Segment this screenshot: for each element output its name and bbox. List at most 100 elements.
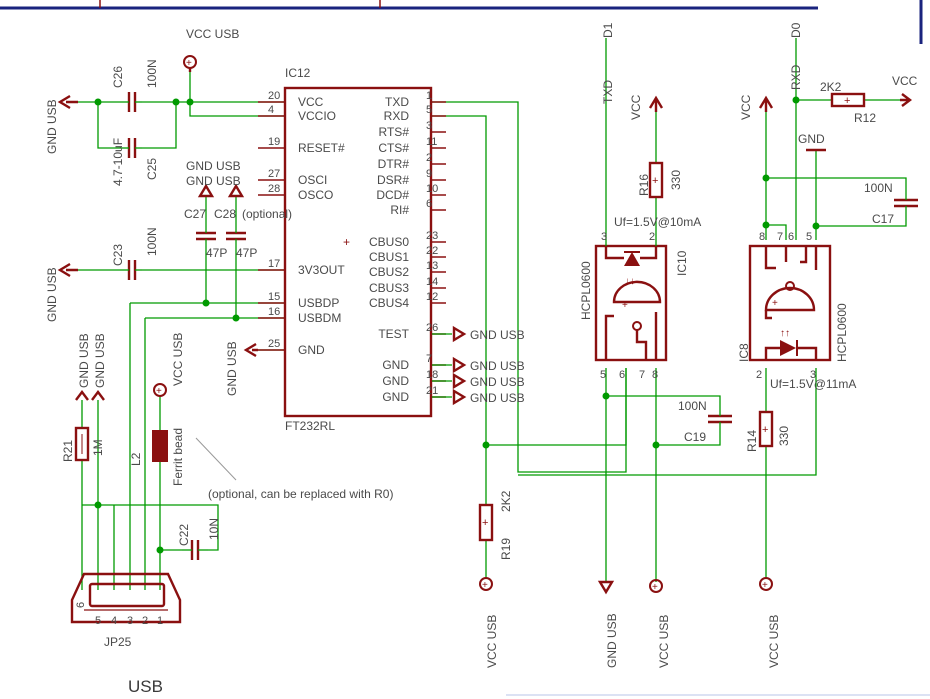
vcc-usb-l2: + VCC USB bbox=[153, 333, 185, 397]
ic8-pin-2: 2 bbox=[756, 369, 762, 381]
gnd-usb-label-8: GND USB bbox=[605, 613, 619, 668]
ic8-pin-7: 7 bbox=[777, 231, 783, 243]
gnd-ic8: GND bbox=[798, 132, 826, 152]
ic12-pin-name: GND bbox=[382, 358, 409, 372]
ground-triangle-icon bbox=[57, 94, 78, 110]
ic12-value: FT232RL bbox=[285, 419, 335, 433]
ic8-hcpl0600: + ↑↑ 8 7 6 5 2 3 IC8 HCPL0600 Uf=1.5V@11… bbox=[737, 231, 856, 391]
svg-text:+: + bbox=[482, 580, 488, 591]
gnd-usb-pin18: GND USB bbox=[470, 375, 525, 389]
ground-triangle-icon bbox=[75, 390, 105, 401]
junctions bbox=[94, 96, 820, 554]
r12-name: R12 bbox=[854, 111, 876, 125]
vcc-usb-r19: + VCC USB bbox=[479, 577, 499, 668]
resistor-r16: + R16 330 bbox=[637, 161, 683, 199]
gnd-usb-label-3: GND USB bbox=[186, 159, 241, 173]
vcc-usb-label-3: VCC USB bbox=[485, 615, 499, 668]
jp25-pin-number: 2 bbox=[142, 615, 148, 627]
ferrite-bead-l2: L2 Ferrit bead (optional, can be replace… bbox=[129, 428, 393, 501]
jp25-shield-pin: 6 bbox=[75, 602, 87, 608]
ic12-pin-name: TEST bbox=[378, 327, 409, 341]
page-title: USB bbox=[128, 677, 163, 696]
r12-value: 2K2 bbox=[820, 80, 842, 94]
power-circle-icon bbox=[649, 579, 663, 593]
ic12-pin-name: CBUS1 bbox=[369, 250, 409, 264]
txd-label: TXD bbox=[601, 80, 615, 104]
svg-text:+: + bbox=[622, 300, 628, 311]
c27-value: 47P bbox=[206, 246, 227, 260]
vcc-usb-label-2: VCC USB bbox=[171, 333, 185, 386]
c28-name: C28 bbox=[214, 207, 236, 221]
ic12-pin-name: CBUS2 bbox=[369, 265, 409, 279]
d1-label: D1 bbox=[601, 22, 615, 38]
r14-name: R14 bbox=[745, 430, 759, 452]
ic12-pin-number: 1 bbox=[426, 90, 432, 102]
c22-name: C22 bbox=[177, 524, 191, 546]
ic12-pin-number: 18 bbox=[426, 369, 438, 381]
ic12-pin-number: 17 bbox=[268, 258, 280, 270]
ic12-pin-number: 15 bbox=[268, 291, 280, 303]
ic12-pin-number: 5 bbox=[426, 104, 432, 116]
svg-text:+: + bbox=[652, 175, 658, 187]
jp25-pin-number: 5 bbox=[95, 615, 101, 627]
vcc-usb-ic10: + VCC USB bbox=[649, 579, 671, 668]
ic12-pin-name: CTS# bbox=[378, 141, 409, 155]
resistor-r12: + 2K2 R12 bbox=[820, 80, 876, 125]
gnd-usb-ic12-right: GND USB GND USB GND USB GND USB bbox=[432, 325, 525, 406]
gnd-usb-label-5: GND USB bbox=[225, 341, 239, 396]
gnd-usb-label-6: GND USB bbox=[77, 333, 91, 388]
photodiode-icon: + bbox=[604, 280, 662, 360]
ground-triangle-icon bbox=[197, 183, 215, 198]
gnd-usb-left-1: GND USB bbox=[45, 94, 78, 154]
origin-cross-icon: + bbox=[343, 235, 350, 249]
ic12-pin-name: DCD# bbox=[376, 188, 409, 202]
ground-triangle-icon bbox=[227, 183, 245, 198]
power-circle-icon bbox=[479, 577, 493, 591]
c27-name: C27 bbox=[184, 207, 206, 221]
ic12-name: IC12 bbox=[285, 66, 311, 80]
ic12-pin-name: OSCO bbox=[298, 188, 333, 202]
ground-triangle-icon bbox=[243, 342, 258, 358]
capacitor-c25: 4.7-10uF C25 bbox=[111, 138, 159, 186]
ic12-pin-name: TXD bbox=[385, 95, 409, 109]
gnd-usb-label-4: GND USB bbox=[186, 174, 241, 188]
r21-name: R21 bbox=[61, 440, 75, 462]
vcc-label-2: VCC bbox=[739, 94, 753, 120]
ic12-pin-name: RTS# bbox=[379, 125, 410, 139]
capacitor-c27: C27 47P bbox=[184, 196, 227, 260]
vcc-usb-label-4: VCC USB bbox=[657, 615, 671, 668]
ic8-note: Uf=1.5V@11mA bbox=[770, 377, 856, 391]
ic12-pin-name: GND bbox=[382, 390, 409, 404]
c17-name: C17 bbox=[872, 212, 894, 226]
r19-value: 2K2 bbox=[499, 490, 513, 512]
ic12-pin-number: 6 bbox=[426, 198, 432, 210]
power-arrow-icon bbox=[758, 95, 774, 112]
ic12-pin-name: 3V3OUT bbox=[298, 263, 345, 277]
c25-name: C25 bbox=[145, 158, 159, 180]
r21-value: 1M bbox=[91, 439, 105, 456]
photodiode-icon: + bbox=[764, 246, 818, 320]
ic8-name: IC8 bbox=[737, 343, 751, 362]
ground-triangle-icon bbox=[452, 325, 467, 406]
gnd-usb-c27: GND USB bbox=[186, 159, 241, 198]
ic12-pin-number: 4 bbox=[268, 104, 274, 116]
svg-text:+: + bbox=[482, 517, 488, 529]
power-arrow-icon bbox=[900, 93, 912, 107]
ic8-pin-8: 8 bbox=[759, 231, 765, 243]
ic12-pin-number: 14 bbox=[426, 276, 438, 288]
capacitor-c22: C22 10N bbox=[177, 518, 221, 560]
ic10-pin-2: 2 bbox=[649, 231, 655, 243]
vcc-label-3: VCC bbox=[892, 74, 918, 88]
ic12-pin-number: 3 bbox=[426, 120, 432, 132]
svg-text:+: + bbox=[772, 298, 778, 309]
ic12-pin-number: 12 bbox=[426, 291, 438, 303]
ic12-pin-name: RESET# bbox=[298, 141, 345, 155]
ic12-pin-number: 7 bbox=[426, 353, 432, 365]
svg-text:↓↓: ↓↓ bbox=[625, 276, 635, 287]
ic12-pin-name: VCCIO bbox=[298, 109, 336, 123]
led-icon: ↓↓ bbox=[604, 246, 658, 287]
ic12-pin-number: 26 bbox=[426, 322, 438, 334]
gnd-usb-ic10: GND USB bbox=[597, 580, 619, 668]
resistor-r19: + 2K2 R19 bbox=[478, 490, 513, 560]
